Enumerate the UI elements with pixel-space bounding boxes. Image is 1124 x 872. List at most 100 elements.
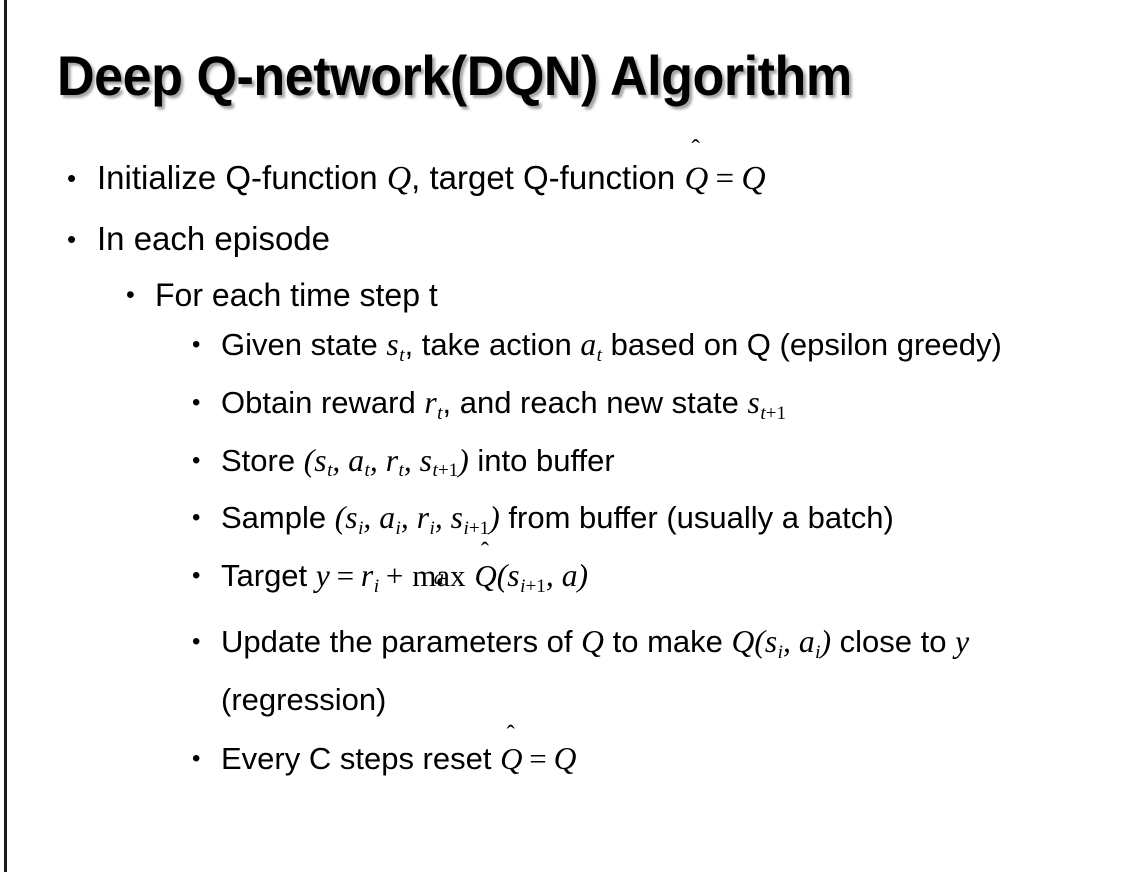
- list-item: • Sample (si, ai, ri, si+1) from buffer …: [0, 494, 1124, 552]
- math-subscript: i: [815, 641, 821, 663]
- math-var-s: s: [764, 624, 778, 660]
- math-comma: ,: [332, 442, 349, 478]
- math-var-s: s: [314, 442, 327, 478]
- bullet-marker-icon: •: [192, 446, 201, 474]
- list-item-text: Obtain reward rt, and reach new state st…: [221, 379, 1094, 437]
- math-var-s: s: [747, 384, 760, 420]
- subscript-var: i: [520, 575, 526, 597]
- list-item: • Given state st, take action at based o…: [0, 321, 1124, 379]
- math-var-q: Q: [731, 624, 755, 660]
- math-var-s: s: [450, 500, 463, 536]
- text-fragment: Initialize Q-function: [97, 159, 387, 196]
- math-var-r: r: [424, 384, 437, 420]
- list-item: • In each episode: [0, 209, 1124, 269]
- text-fragment: to make: [603, 624, 732, 660]
- subscript-var: i: [463, 518, 469, 540]
- math-var-q: Q: [553, 740, 577, 776]
- bullet-marker-icon: •: [192, 331, 201, 358]
- bullet-marker-icon: •: [192, 562, 201, 590]
- subscript-offset: +1: [765, 402, 787, 424]
- list-item-text: For each time step t: [155, 277, 438, 313]
- math-paren-close: ): [489, 500, 500, 536]
- math-subscript: t+1: [432, 460, 458, 481]
- math-var-r: r: [416, 500, 430, 536]
- math-subscript: t: [364, 460, 370, 482]
- list-item: • Obtain reward rt, and reach new state …: [0, 379, 1124, 437]
- list-item-text: In each episode: [97, 220, 331, 257]
- subscript-var: t: [760, 402, 766, 424]
- bullet-marker-icon: •: [192, 504, 201, 532]
- text-fragment: Given state: [221, 327, 387, 362]
- math-plus: +: [385, 558, 404, 594]
- math-subscript: i: [358, 518, 364, 540]
- hat-accent-icon: ˆ: [691, 134, 700, 164]
- math-subscript: t: [437, 402, 443, 424]
- text-fragment: Store: [221, 442, 304, 478]
- math-subscript: i: [373, 575, 380, 597]
- math-comma: ,: [403, 442, 420, 478]
- text-fragment: into buffer: [468, 442, 615, 478]
- subscript-offset: +1: [525, 575, 546, 597]
- math-var-y: y: [955, 624, 970, 660]
- math-comma: ,: [545, 558, 562, 594]
- text-fragment: , and reach new state: [442, 384, 748, 420]
- list-item-text: Sample (si, ai, ri, si+1) from buffer (u…: [221, 494, 1094, 552]
- math-var-a: a: [379, 500, 396, 536]
- list-item: • Initialize Q-function Q, target Q-func…: [0, 136, 1124, 209]
- operator-limit: a: [433, 567, 444, 590]
- subscript-offset: +1: [468, 518, 490, 540]
- bullet-marker-icon: •: [126, 281, 135, 309]
- text-fragment: Sample: [221, 500, 335, 536]
- operator-name: max: [412, 558, 466, 594]
- math-subscript: i: [777, 641, 783, 663]
- math-subscript: t: [596, 344, 603, 366]
- list-item-text: Store (st, at, rt, st+1) into buffer: [221, 437, 1094, 495]
- math-paren-open: (: [334, 500, 346, 536]
- list-item-text: Given state st, take action at based on …: [221, 321, 1094, 379]
- math-subscript: i: [429, 518, 435, 540]
- math-paren-close: ): [577, 558, 589, 594]
- math-var-a: a: [798, 624, 815, 660]
- math-var-s: s: [419, 442, 432, 478]
- math-comma: ,: [369, 442, 386, 478]
- text-fragment: , take action: [404, 327, 581, 362]
- math-paren-open: (: [303, 442, 315, 478]
- math-var-s: s: [386, 327, 399, 362]
- math-var-q: Q: [581, 624, 604, 660]
- text-fragment: Obtain reward: [221, 384, 425, 420]
- page-title: Deep Q-network(DQN) Algorithm: [57, 44, 852, 107]
- math-var-r: r: [360, 558, 374, 594]
- bullet-marker-icon: •: [192, 744, 201, 772]
- math-subscript: t+1: [760, 403, 786, 424]
- math-paren-open: (: [496, 558, 508, 594]
- math-comma: ,: [434, 500, 451, 536]
- text-fragment: close to: [831, 624, 956, 660]
- math-var-q: Q: [741, 160, 766, 197]
- bullet-marker-icon: •: [192, 628, 201, 656]
- math-subscript: t: [327, 460, 333, 482]
- text-fragment: , target Q-function: [411, 159, 685, 196]
- math-equals: =: [336, 558, 355, 594]
- list-item: • Store (st, at, rt, st+1) into buffer: [0, 437, 1124, 495]
- math-subscript: i+1: [520, 576, 546, 597]
- math-var-a: a: [580, 327, 597, 362]
- math-var-s: s: [507, 558, 520, 594]
- math-var-a: a: [561, 558, 578, 594]
- math-comma: ,: [400, 500, 417, 536]
- math-paren-close: ): [458, 442, 469, 478]
- text-fragment: Target: [221, 558, 316, 594]
- subscript-var: t: [432, 460, 438, 482]
- list-item: • Update the parameters of Q to make Q(s…: [0, 618, 1124, 723]
- text-fragment: from buffer (usually a batch): [499, 500, 894, 536]
- math-paren-close: ): [820, 624, 831, 660]
- list-item: • For each time step t: [0, 269, 1124, 321]
- text-fragment: Every C steps reset: [221, 740, 501, 776]
